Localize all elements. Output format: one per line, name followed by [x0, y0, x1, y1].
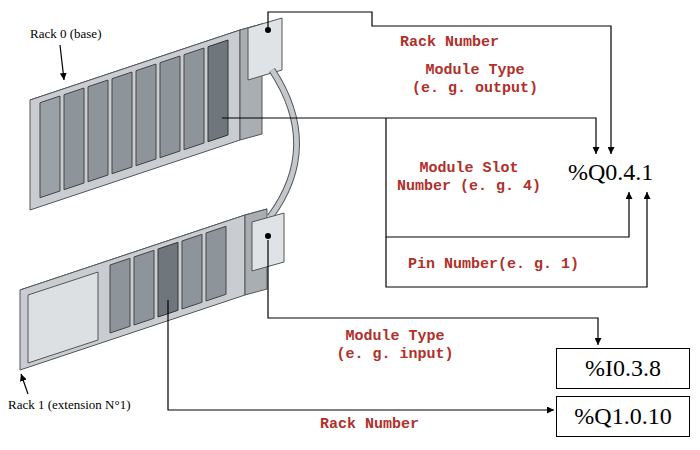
- rack-label: Rack 1 (extension N°1): [8, 397, 131, 413]
- io-module: [110, 258, 130, 333]
- field-label: Pin Number(e. g. 1): [408, 256, 588, 274]
- io-module: [184, 48, 204, 150]
- field-label: Rack Number: [400, 34, 499, 52]
- leader-dot: [265, 233, 271, 239]
- rack-front: [20, 215, 245, 370]
- io-module: [136, 64, 156, 166]
- io-module: [64, 88, 84, 190]
- address-box: %Q1.0.10: [556, 396, 690, 437]
- output-module: [208, 40, 228, 142]
- field-label: Module Slot Number (e. g. 4): [394, 160, 544, 196]
- field-label: Module Type (e. g. output): [410, 62, 540, 98]
- address-text: %I0.3.8: [565, 354, 681, 383]
- address-box: %I0.3.8: [556, 348, 690, 389]
- field-label: Module Type (e. g. input): [330, 328, 460, 364]
- io-module: [182, 234, 202, 309]
- address-text: %Q1.0.10: [565, 402, 681, 431]
- io-module: [134, 250, 154, 325]
- leader-line: [60, 45, 64, 80]
- extension-cable: [270, 70, 297, 217]
- leader-line: [168, 300, 554, 410]
- rack-label: Rack 0 (base): [30, 26, 101, 42]
- leader-line: [21, 374, 28, 394]
- extension-cable: [270, 70, 297, 217]
- io-module: [206, 226, 226, 301]
- io-module: [112, 72, 132, 174]
- power-module: [40, 96, 60, 198]
- rack-front: [30, 30, 240, 210]
- leader-line: [222, 118, 596, 154]
- leader-line: [386, 192, 647, 287]
- io-module: [88, 80, 108, 182]
- leader-line: [268, 12, 611, 154]
- power-supply: [28, 272, 98, 363]
- field-label: Rack Number: [320, 416, 419, 434]
- io-module: [160, 56, 180, 158]
- extension-connector: [248, 18, 282, 80]
- address-label: %Q0.4.1: [568, 158, 653, 187]
